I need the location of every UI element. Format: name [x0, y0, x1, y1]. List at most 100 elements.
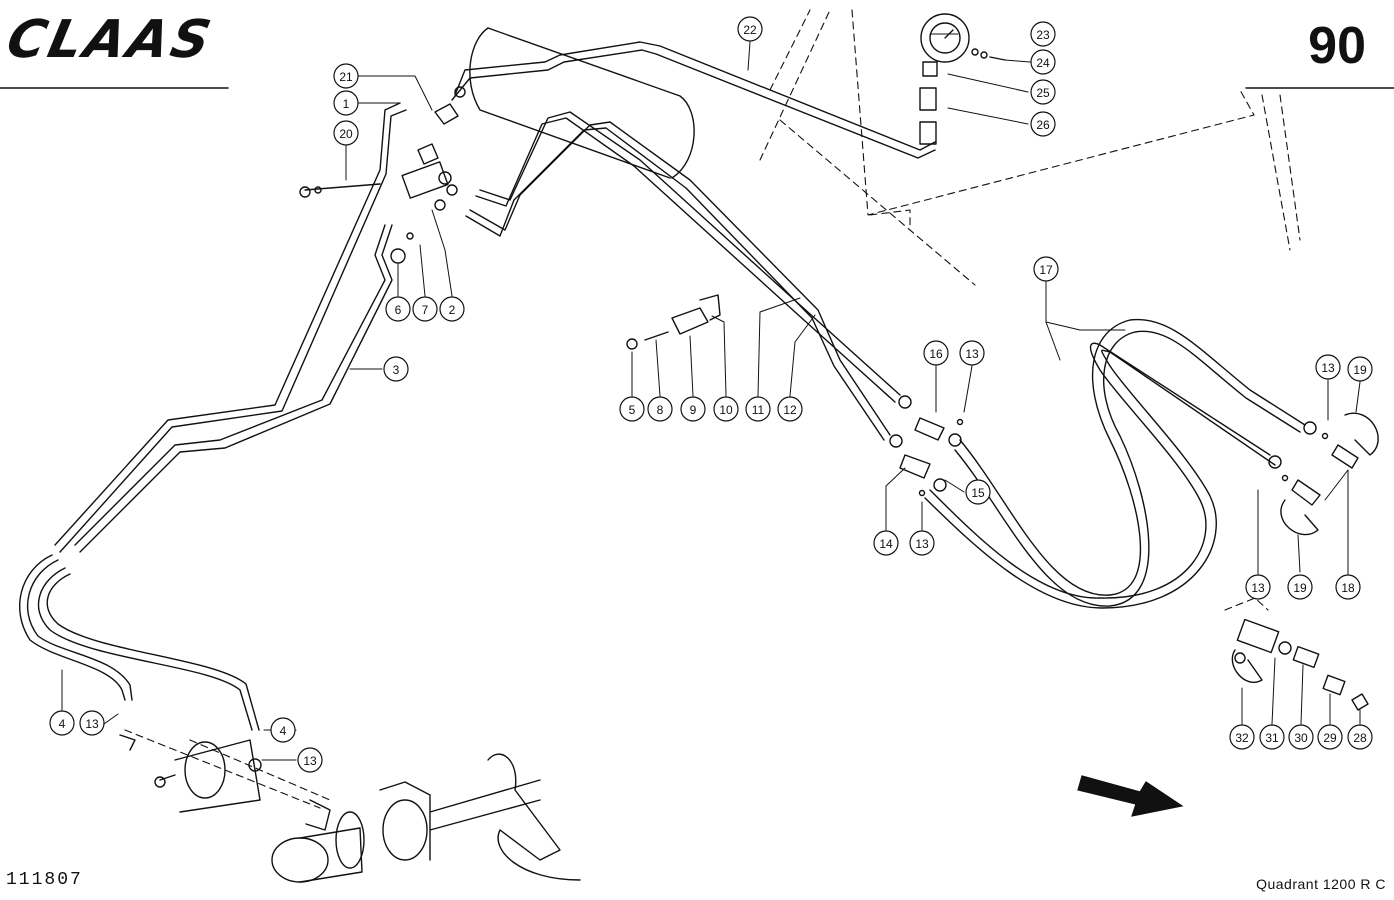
callout-14: 14	[873, 530, 899, 556]
callout-21: 21	[333, 63, 359, 89]
valve-block	[299, 86, 466, 264]
callout-label: 5	[629, 403, 636, 417]
callout-circle	[333, 63, 359, 89]
tank	[469, 27, 695, 179]
callout-circle	[959, 340, 985, 366]
callout-18: 18	[1335, 574, 1361, 600]
callout-2: 2	[439, 296, 465, 322]
callout-label: 23	[1036, 28, 1050, 42]
callout-label: 10	[719, 403, 733, 417]
callout-circle	[1033, 256, 1059, 282]
callout-5: 5	[619, 396, 645, 422]
callout-label: 15	[971, 486, 985, 500]
callout-label: 1	[343, 97, 350, 111]
callout-circle	[737, 16, 763, 42]
callout-24: 24	[1030, 49, 1056, 75]
callout-label: 2	[449, 303, 456, 317]
callout-label: 7	[422, 303, 429, 317]
callout-circle	[1317, 724, 1343, 750]
callout-label: 16	[929, 347, 943, 361]
callout-label: 13	[1251, 581, 1265, 595]
model-name: Quadrant 1200 R C	[1256, 876, 1386, 892]
callout-label: 19	[1293, 581, 1307, 595]
callout-circle	[713, 396, 739, 422]
leader-lines	[61, 33, 1361, 761]
callout-29: 29	[1317, 724, 1343, 750]
cylinder-assembly	[119, 734, 581, 883]
tee-fittings	[889, 395, 964, 497]
callout-13: 13	[1315, 354, 1341, 380]
callout-label: 6	[395, 303, 402, 317]
pipe-12	[465, 121, 891, 441]
callout-label: 12	[783, 403, 797, 417]
callout-circle	[333, 90, 359, 116]
callout-22: 22	[737, 16, 763, 42]
callout-label: 3	[393, 363, 400, 377]
callout-13: 13	[1245, 574, 1271, 600]
callout-circle	[1287, 574, 1313, 600]
callout-circle	[965, 479, 991, 505]
callout-label: 26	[1036, 118, 1050, 132]
callout-label: 28	[1353, 731, 1367, 745]
callout-label: 20	[339, 127, 353, 141]
callout-circle	[680, 396, 706, 422]
callout-circle	[383, 356, 409, 382]
callout-label: 24	[1036, 56, 1050, 70]
callout-13: 13	[909, 530, 935, 556]
hose-4-left	[18, 554, 133, 701]
callout-circle	[909, 530, 935, 556]
callout-label: 13	[303, 754, 317, 768]
callout-circle	[923, 340, 949, 366]
callout-16: 16	[923, 340, 949, 366]
callout-circle	[1030, 21, 1056, 47]
callout-label: 18	[1341, 581, 1355, 595]
reference-number: 111807	[6, 870, 83, 890]
callout-label: 4	[59, 717, 66, 731]
callout-label: 29	[1323, 731, 1337, 745]
callout-7: 7	[412, 296, 438, 322]
callout-label: 21	[339, 70, 353, 84]
callout-circle	[385, 296, 411, 322]
callout-10: 10	[713, 396, 739, 422]
callout-12: 12	[777, 396, 803, 422]
callout-label: 9	[690, 403, 697, 417]
hose-17	[924, 318, 1306, 609]
pipe-11	[475, 111, 901, 403]
callout-label: 13	[915, 537, 929, 551]
callout-20: 20	[333, 120, 359, 146]
forward-arrow-icon	[1077, 775, 1184, 817]
callout-30: 30	[1288, 724, 1314, 750]
callout-label: 25	[1036, 86, 1050, 100]
callout-19: 19	[1287, 574, 1313, 600]
callout-15: 15	[965, 479, 991, 505]
callout-circle	[1030, 111, 1056, 137]
callout-circle	[1030, 49, 1056, 75]
pipe-clamp	[626, 294, 721, 350]
callout-label: 17	[1039, 263, 1053, 277]
callout-circle	[1245, 574, 1271, 600]
callout-circle	[412, 296, 438, 322]
callout-25: 25	[1030, 79, 1056, 105]
callout-label: 4	[280, 724, 287, 738]
hose-4-right	[37, 567, 260, 731]
callout-circle	[1315, 354, 1341, 380]
pressure-gauge	[919, 13, 1006, 145]
callout-13: 13	[297, 747, 323, 773]
callout-9: 9	[680, 396, 706, 422]
callout-label: 8	[657, 403, 664, 417]
callout-circle	[270, 717, 296, 743]
callout-label: 14	[879, 537, 893, 551]
callout-circle	[1259, 724, 1285, 750]
callout-circle	[745, 396, 771, 422]
callout-circle	[1347, 724, 1373, 750]
callout-circle	[1347, 356, 1373, 382]
callout-4: 4	[49, 710, 75, 736]
callout-31: 31	[1259, 724, 1285, 750]
quick-couplings	[1268, 412, 1379, 536]
callout-circle	[1335, 574, 1361, 600]
callout-circle	[79, 710, 105, 736]
callout-circle	[49, 710, 75, 736]
